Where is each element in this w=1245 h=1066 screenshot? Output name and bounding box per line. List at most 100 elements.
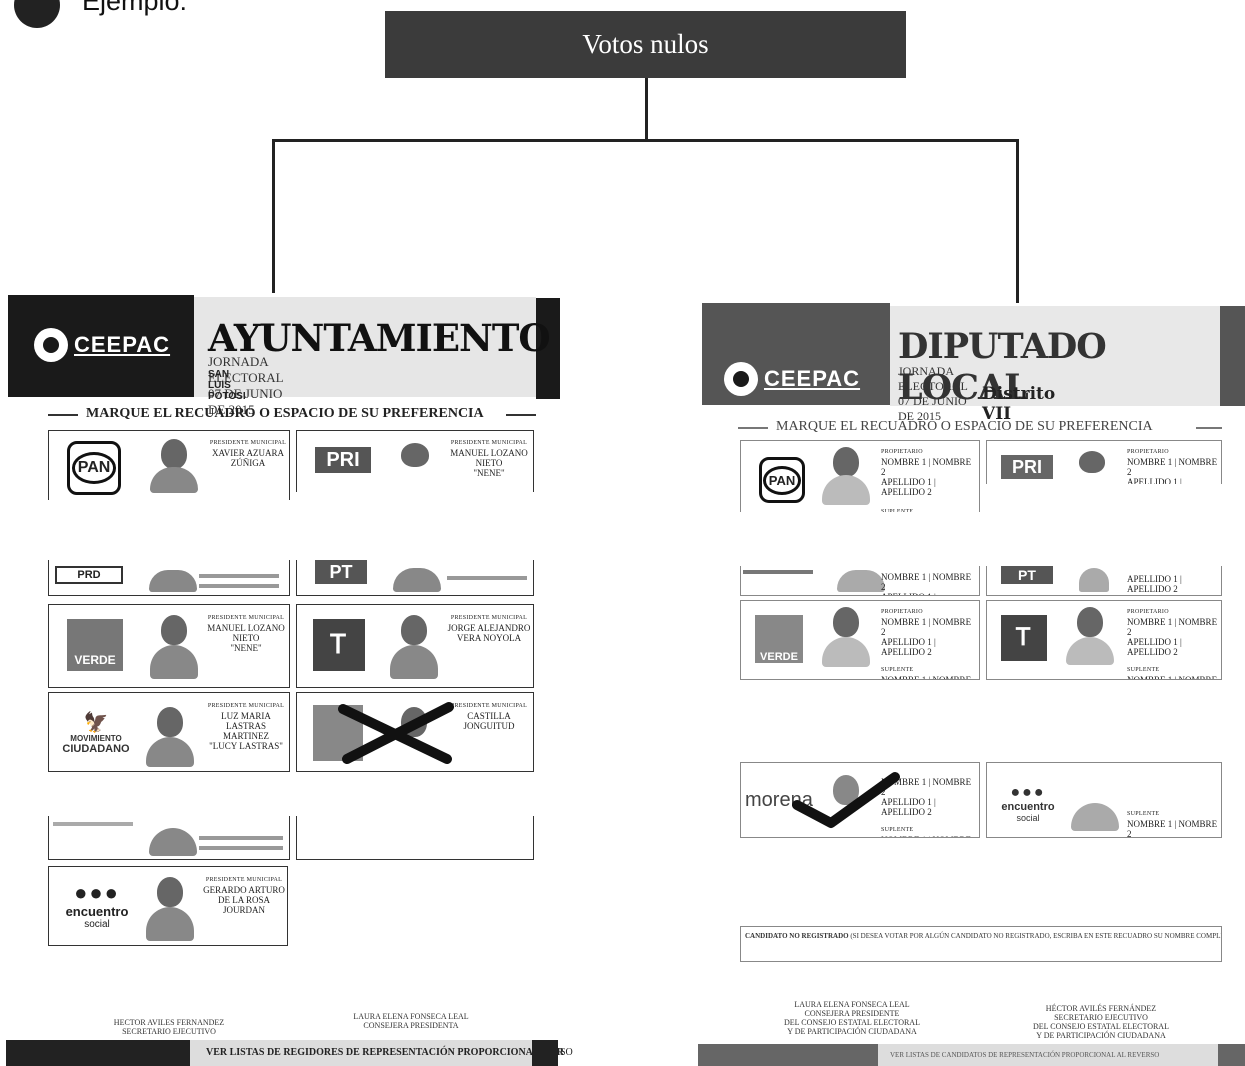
candidate-info: SUPLENTE NOMBRE 1 | NOMBRE 2 APELLIDO 1 … bbox=[1127, 811, 1218, 838]
ballot-cell-pt[interactable]: PT APELLIDO 1 | APELLIDO 2 bbox=[986, 566, 1222, 596]
ballot-cell-pt-alt[interactable]: Ꭲ PRESIDENTE MUNICIPAL JORGE ALEJANDRO V… bbox=[296, 604, 534, 688]
write-in-label: CANDIDATO NO REGISTRADO (SI DESEA VOTAR … bbox=[745, 932, 1222, 940]
ballot-header-grey bbox=[194, 297, 536, 397]
ballot-cell-nueva-alianza[interactable]: PRESIDENTE MUNICIPAL CASTILLA JONGUITUD bbox=[296, 692, 534, 772]
candidate-body bbox=[393, 568, 441, 592]
ballot-cell-cut[interactable] bbox=[48, 816, 290, 860]
footer-right-tab bbox=[1218, 1044, 1245, 1066]
ceepac-logo: CEEPAC bbox=[724, 362, 860, 396]
footer-text: VER LISTAS DE CANDIDATOS DE REPRESENTACI… bbox=[890, 1051, 1160, 1059]
candidate-photo bbox=[401, 615, 427, 645]
connector-horizontal bbox=[272, 139, 1019, 142]
ballot-cell-empty[interactable] bbox=[296, 816, 534, 860]
ballot-cell-movimiento-ciudadano[interactable]: 🦅 MOVIMIENTO CIUDADANO PRESIDENTE MUNICI… bbox=[48, 692, 290, 772]
ballot-cell-prd[interactable]: NOMBRE 1 | NOMBRE 2 APELLIDO 1 | APELLID… bbox=[740, 566, 980, 596]
candidate-photo bbox=[157, 707, 183, 737]
ballot-cell-pri[interactable]: PRI PRESIDENTE MUNICIPAL MANUEL LOZANO N… bbox=[296, 430, 534, 492]
instruction-rule-left bbox=[48, 414, 78, 416]
ballot-cell-encuentro-social[interactable]: ●●● encuentro social SUPLENTE NOMBRE 1 |… bbox=[986, 762, 1222, 838]
signature-presidenta: LAURA ELENA FONSECA LEAL CONSEJERA PRESI… bbox=[353, 1012, 469, 1030]
candidate-body bbox=[149, 570, 197, 592]
ballot-header-right-tab bbox=[1220, 306, 1245, 406]
ballot-cell-pan[interactable]: PAN PROPIETARIO NOMBRE 1 | NOMBRE 2 APEL… bbox=[740, 440, 980, 512]
instruction-rule-right bbox=[1196, 427, 1222, 429]
example-label: Ejemplo: bbox=[82, 0, 188, 16]
candidate-info: PRESIDENTE MUNICIPAL CASTILLA JONGUITUD bbox=[450, 703, 528, 731]
candidate-body bbox=[822, 475, 870, 505]
ballot-cell-encuentro-social[interactable]: ●●● encuentro social PRESIDENTE MUNICIPA… bbox=[48, 866, 288, 946]
checkmark-icon bbox=[792, 772, 900, 828]
ballot-cell-verde[interactable]: VERDE PROPIETARIO NOMBRE 1 | NOMBRE 2 AP… bbox=[740, 600, 980, 680]
candidate-info: PRESIDENTE MUNICIPAL XAVIER AZUARA ZÚÑIG… bbox=[209, 440, 287, 468]
prd-logo-fragment bbox=[743, 570, 813, 574]
ballot-subtitle: JORNADA ELECTORAL 07 DE JUNIO DE 2015 bbox=[898, 364, 968, 423]
instruction-rule-left bbox=[738, 427, 768, 429]
candidate-info: PROPIETARIO NOMBRE 1 | NOMBRE 2 APELLIDO… bbox=[1127, 449, 1218, 484]
ballot-district: Distrito VII bbox=[982, 384, 1056, 424]
ballot-title: AYUNTAMIENTO bbox=[208, 316, 551, 360]
candidate-body bbox=[150, 645, 198, 679]
votos-nulos-box: Votos nulos bbox=[385, 11, 906, 78]
ballot-cell-verde[interactable]: VERDE PRESIDENTE MUNICIPAL MANUEL LOZANO… bbox=[48, 604, 290, 688]
cell-text-fragment bbox=[53, 822, 133, 826]
prd-logo: PRD bbox=[55, 566, 123, 584]
encuentro-social-logo: ●●● encuentro social bbox=[1001, 784, 1055, 824]
candidate-body bbox=[1071, 803, 1119, 831]
footer-right-tab bbox=[532, 1040, 558, 1066]
pt-logo: PT bbox=[315, 560, 367, 584]
ceepac-logo-icon bbox=[724, 362, 758, 396]
movimiento-ciudadano-logo: 🦅 MOVIMIENTO CIUDADANO bbox=[62, 711, 130, 755]
pt-logo: PT bbox=[1001, 566, 1053, 584]
ballot-title: DIPUTADO LOCAL bbox=[898, 326, 1107, 408]
candidate-details bbox=[199, 584, 279, 588]
ballot-cell-prd[interactable]: PRD bbox=[48, 560, 290, 596]
candidate-body bbox=[149, 828, 197, 856]
candidate-body bbox=[146, 737, 194, 767]
candidate-body bbox=[837, 570, 885, 592]
candidate-info: PRESIDENTE MUNICIPAL MANUEL LOZANO NIETO… bbox=[207, 615, 285, 653]
candidate-info: NOMBRE 1 | NOMBRE 2 APELLIDO 1 | APELLID… bbox=[881, 777, 972, 837]
candidate-photo bbox=[161, 439, 187, 469]
candidate-photo bbox=[1077, 607, 1103, 637]
signature-secretario: HÉCTOR AVILÉS FERNÁNDEZ SECRETARIO EJECU… bbox=[1033, 1004, 1169, 1040]
ballot-header-right-tab bbox=[536, 298, 560, 399]
footer-grey bbox=[190, 1040, 532, 1066]
votos-nulos-label: Votos nulos bbox=[582, 29, 709, 59]
footer-dark bbox=[698, 1044, 878, 1066]
footer-tail: SO bbox=[560, 1047, 573, 1058]
candidate-info: PROPIETARIO NOMBRE 1 | NOMBRE 2 APELLIDO… bbox=[881, 449, 972, 512]
signature-presidente: LAURA ELENA FONSECA LEAL CONSEJERA PRESI… bbox=[784, 1000, 920, 1036]
signature-secretario: HECTOR AVILES FERNANDEZ SECRETARIO EJECU… bbox=[113, 1018, 225, 1036]
candidate-info: PROPIETARIO NOMBRE 1 | NOMBRE 2 APELLIDO… bbox=[1127, 609, 1218, 680]
ceepac-logo-icon bbox=[34, 328, 68, 362]
candidate-photo bbox=[157, 877, 183, 907]
ballot-cell-pt[interactable]: PT bbox=[296, 560, 534, 596]
verde-logo: VERDE bbox=[67, 619, 123, 671]
candidate-photo bbox=[833, 607, 859, 637]
instruction-rule-right bbox=[506, 414, 536, 416]
candidate-info: PRESIDENTE MUNICIPAL LUZ MARIA LASTRAS M… bbox=[207, 703, 285, 751]
connector-right-drop bbox=[1016, 139, 1019, 303]
candidate-info: PROPIETARIO NOMBRE 1 | NOMBRE 2 APELLIDO… bbox=[881, 609, 972, 680]
ballot-location: SAN LUIS POTOSI bbox=[208, 369, 246, 402]
candidate-info: PRESIDENTE MUNICIPAL MANUEL LOZANO NIETO… bbox=[450, 440, 528, 478]
footer-text: VER LISTAS DE REGIDORES DE REPRESENTACIÓ… bbox=[206, 1047, 565, 1058]
candidate-details bbox=[199, 836, 283, 840]
pri-logo: PRI bbox=[1001, 455, 1053, 479]
footer-grey bbox=[878, 1044, 1218, 1066]
connector-vertical-top bbox=[645, 78, 648, 142]
ballot-cell-pt-alt[interactable]: Ꭲ PROPIETARIO NOMBRE 1 | NOMBRE 2 APELLI… bbox=[986, 600, 1222, 680]
pri-logo: PRI bbox=[315, 447, 371, 473]
write-in-box[interactable]: CANDIDATO NO REGISTRADO (SI DESEA VOTAR … bbox=[740, 926, 1222, 962]
instruction-label: MARQUE EL RECUADRO O ESPACIO DE SU PREFE… bbox=[86, 406, 484, 421]
ballot-cell-morena[interactable]: morena NOMBRE 1 | NOMBRE 2 APELLIDO 1 | … bbox=[740, 762, 980, 838]
ballot-header-grey bbox=[890, 306, 1220, 406]
candidate-info: PRESIDENTE MUNICIPAL JORGE ALEJANDRO VER… bbox=[447, 615, 531, 643]
candidate-info: PRESIDENTE MUNICIPAL GERARDO ARTURO DE L… bbox=[203, 877, 285, 915]
candidate-body bbox=[146, 907, 194, 941]
ballot-cell-pri[interactable]: PRI PROPIETARIO NOMBRE 1 | NOMBRE 2 APEL… bbox=[986, 440, 1222, 484]
candidate-body bbox=[822, 637, 870, 667]
candidate-photo bbox=[1079, 451, 1105, 473]
ballot-cell-pan[interactable]: PAN PRESIDENTE MUNICIPAL XAVIER AZUARA Z… bbox=[48, 430, 290, 500]
connector-left-drop bbox=[272, 139, 275, 293]
